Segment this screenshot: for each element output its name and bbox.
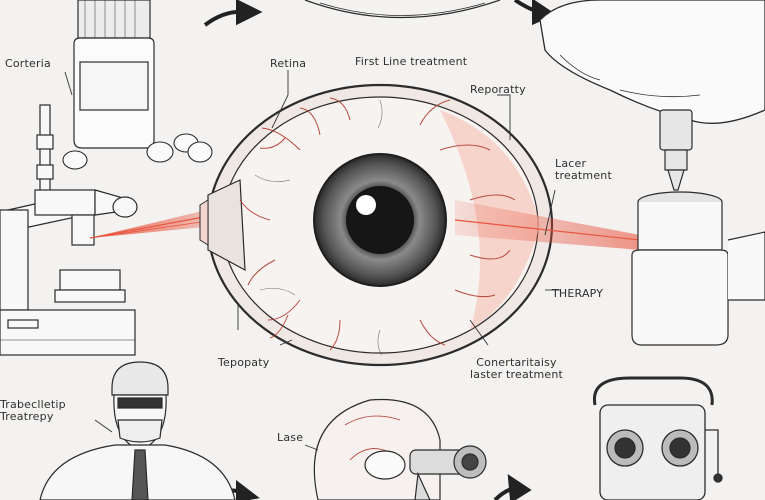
label-lase: Lase (277, 431, 304, 444)
label-conservative-laser: Conertaritaisy laster treatment (470, 356, 564, 381)
label-tepopaty: Tepopaty (218, 356, 270, 369)
left-laser-beam (90, 208, 215, 238)
label-laser-treatment: Lacer treatment (555, 157, 612, 182)
label-reporatty: Reporatty (470, 83, 526, 96)
pills-icon (62, 133, 213, 170)
surgeon-figure (39, 361, 236, 500)
slit-lamp-icon (592, 376, 723, 500)
top-eye-sketch (304, 0, 501, 19)
bottom-right-arrow-icon (493, 474, 532, 500)
label-therapy: THERAPY (552, 287, 604, 300)
leader-lines (64, 70, 560, 451)
medicine-jar-icon (631, 191, 765, 346)
label-corteria: Corteria (5, 57, 51, 70)
microscope-icon (0, 104, 138, 356)
label-retina: Retina (270, 57, 307, 70)
label-first-line: First Line treatment (355, 55, 468, 68)
medicine-bottle-icon (73, 0, 155, 149)
laser-pen-icon (659, 109, 693, 191)
top-left-arrow-icon (203, 0, 263, 27)
patient-head-scan (313, 398, 441, 500)
ophthalmoscope-icon (409, 445, 487, 500)
label-trabeculectomy: Trabeclletip Treatrepy (0, 398, 66, 423)
gloved-hand-icon (539, 0, 765, 124)
